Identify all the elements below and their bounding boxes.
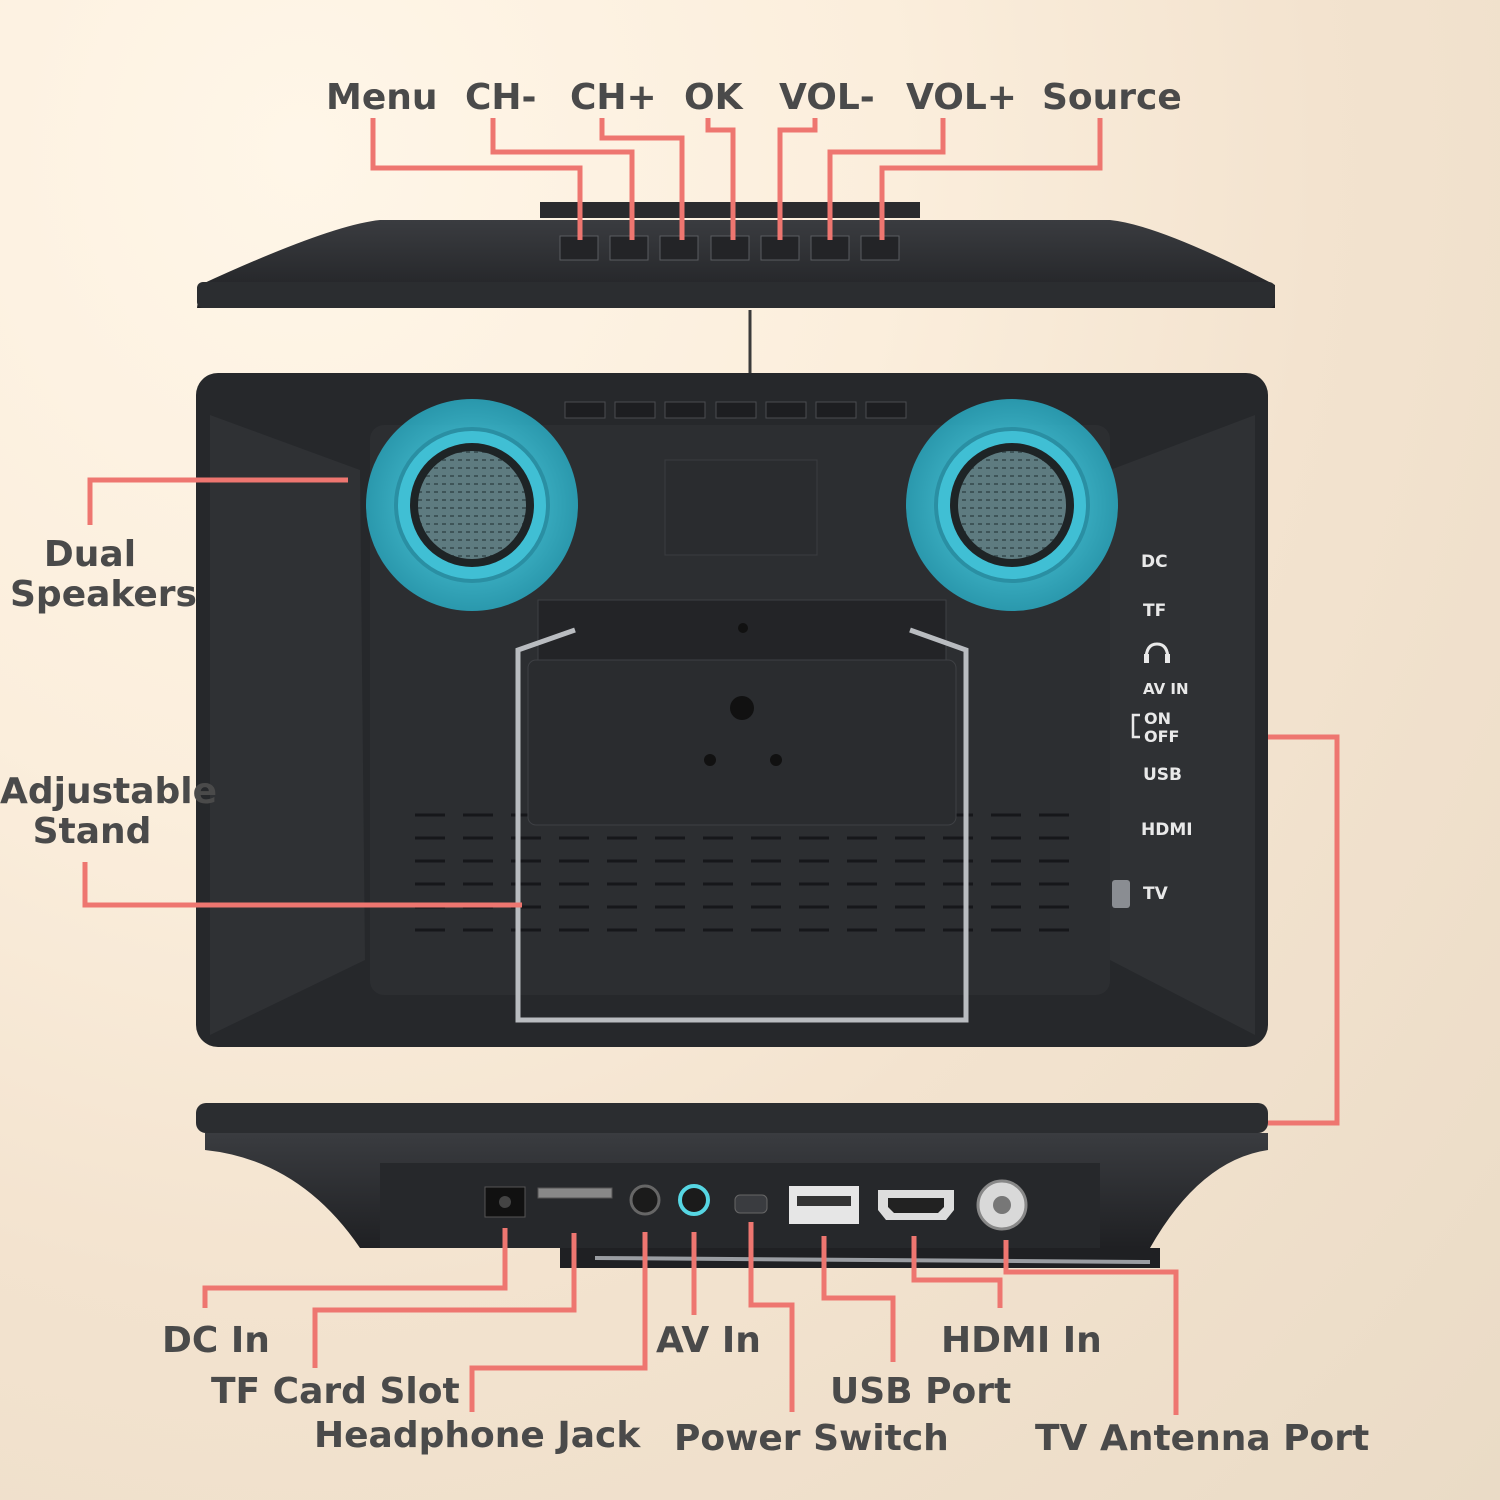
ch-plus-button-label: CH+ [570, 77, 657, 118]
menu-button-label: Menu [326, 77, 438, 118]
dc-in-label: DC In [162, 1320, 270, 1361]
vol-minus-button-label: VOL- [779, 77, 875, 118]
bottom-view [196, 1103, 1268, 1268]
back-view [196, 373, 1268, 1047]
speaker-left [366, 399, 578, 611]
tf-card-slot-label: TF Card Slot [211, 1371, 460, 1412]
headphone-icon [1144, 642, 1170, 663]
port-hdmi-label: HDMI [1141, 820, 1193, 840]
port-av-in-label: AV IN [1143, 680, 1189, 698]
usb-port-label: USB Port [830, 1371, 1012, 1412]
port-tf-label: TF [1143, 601, 1167, 621]
dual-speakers-label: Dual Speakers [10, 534, 197, 615]
source-button-label: Source [1042, 77, 1182, 118]
power-switch-label: Power Switch [674, 1418, 949, 1459]
port-tv-label: TV [1143, 884, 1168, 904]
ch-minus-button-label: CH- [465, 77, 537, 118]
callout-lines [82, 118, 1340, 1415]
top-button-row [559, 235, 900, 261]
tv-antenna-port-label: TV Antenna Port [1035, 1418, 1370, 1459]
headphone-jack-label: Headphone Jack [314, 1415, 641, 1456]
port-on-label: ON [1144, 709, 1171, 728]
speaker-right [906, 399, 1118, 611]
vent-grille [415, 813, 1070, 932]
hdmi-in-label: HDMI In [941, 1320, 1102, 1361]
vol-plus-button-label: VOL+ [906, 77, 1017, 118]
av-in-label: AV In [656, 1320, 761, 1361]
port-dc-label: DC [1141, 552, 1168, 572]
ok-button-label: OK [684, 77, 743, 118]
port-off-label: OFF [1144, 727, 1180, 746]
port-usb-label: USB [1143, 765, 1183, 785]
adjustable-stand-label: Adjustable Stand [0, 771, 218, 852]
top-view [197, 202, 1275, 308]
